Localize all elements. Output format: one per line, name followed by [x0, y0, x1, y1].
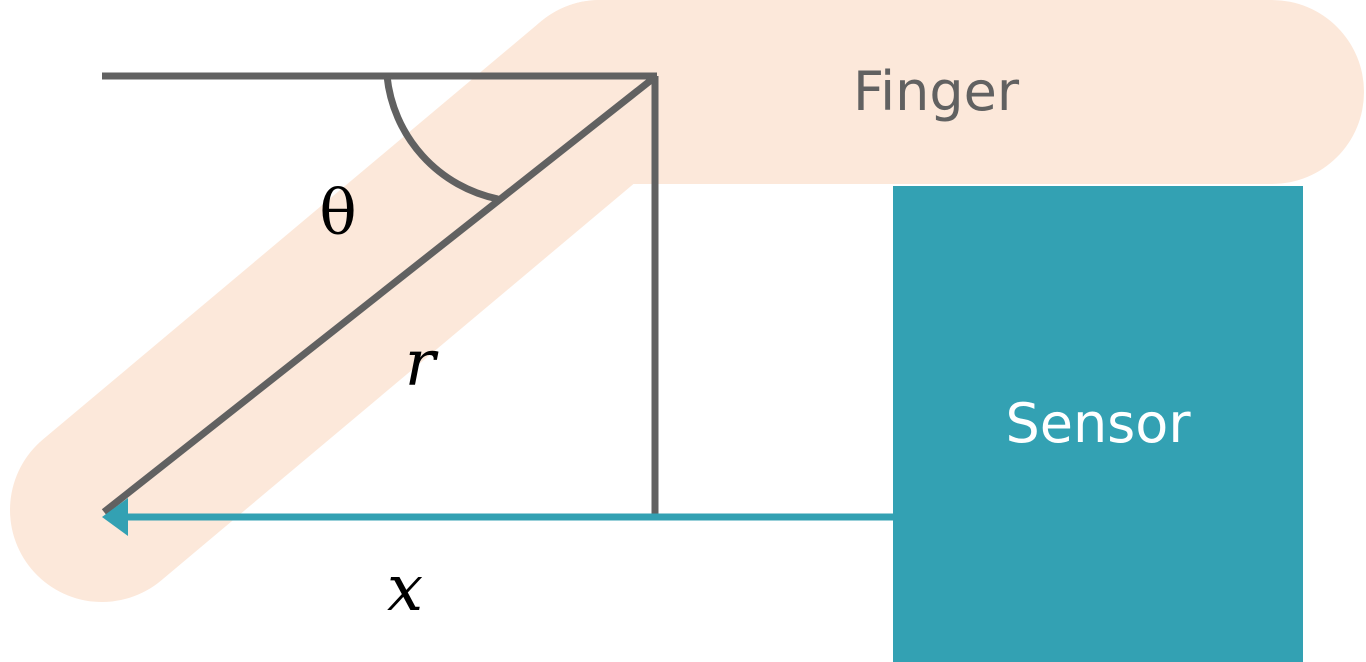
sensor-block — [893, 186, 1303, 662]
arrowhead-left-icon — [102, 498, 128, 536]
radius-label-r: r — [405, 327, 439, 401]
hypotenuse-line-r — [101, 74, 658, 515]
finger-label: Finger — [853, 60, 1020, 123]
angle-arc — [383, 75, 499, 203]
finger-lower-segment — [10, 0, 692, 602]
sensor-label: Sensor — [1005, 392, 1191, 455]
distance-label-x: x — [387, 552, 423, 626]
finger-shape — [10, 0, 1364, 602]
angle-label-theta: θ — [319, 176, 356, 249]
